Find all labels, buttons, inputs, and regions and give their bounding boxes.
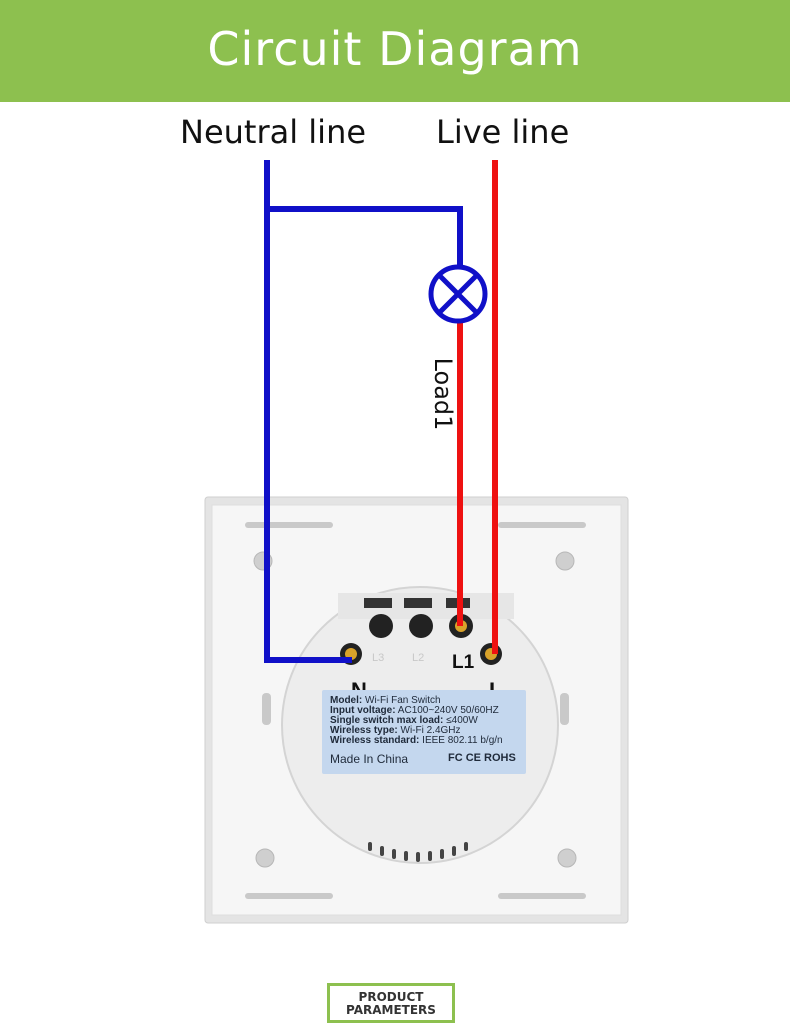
mount-hole-top-right: [555, 551, 575, 571]
terminal-slot: [364, 598, 392, 608]
spec-sticker: Model: Wi-Fi Fan Switch Input voltage: A…: [322, 690, 526, 774]
spec-value: Wi-Fi Fan Switch: [365, 695, 441, 706]
neutral-wire-to-load: [267, 206, 463, 268]
spec-value: IEEE 802.11 b/g/n: [422, 735, 503, 746]
spec-row-load: Single switch max load: ≤400W: [330, 715, 478, 726]
plate-slot-top-right: [498, 522, 586, 528]
mount-hole-bottom-right: [557, 848, 577, 868]
mount-hole-bottom-left: [255, 848, 275, 868]
live-line-label: Live line: [436, 113, 570, 151]
vent-holes: [368, 842, 468, 862]
plate-slot-left: [262, 693, 271, 725]
spec-key: Wireless type:: [330, 725, 398, 736]
terminal-label-l3: L3: [372, 652, 385, 664]
badge-line-2: PARAMETERS: [346, 1003, 436, 1017]
plate-slot-bottom-right: [498, 893, 586, 899]
header-bar: Circuit Diagram: [0, 0, 790, 102]
made-in-label: Made In China: [330, 752, 409, 766]
spec-value: ≤400W: [446, 715, 478, 726]
certification-marks: FC CE ROHS: [448, 752, 516, 764]
terminal-slot: [404, 598, 432, 608]
plate-slot-bottom-left: [245, 893, 333, 899]
spec-key: Single switch max load:: [330, 715, 444, 726]
neutral-line-label: Neutral line: [180, 113, 367, 151]
terminal-screw-l3: [369, 614, 393, 638]
load-label: Load1: [429, 357, 457, 431]
product-parameters-badge: PRODUCT PARAMETERS: [327, 983, 455, 1023]
terminal-label-l2: L2: [412, 652, 425, 664]
badge-line-1: PRODUCT: [358, 990, 424, 1004]
spec-row-wireless-standard: Wireless standard: IEEE 802.11 b/g/n: [330, 735, 503, 746]
plate-slot-top-left: [245, 522, 333, 528]
spec-row-wireless-type: Wireless type: Wi-Fi 2.4GHz: [330, 725, 461, 736]
spec-row-model: Model: Wi-Fi Fan Switch: [330, 695, 441, 706]
spec-key: Input voltage:: [330, 705, 396, 716]
spec-value: AC100~240V 50/60HZ: [397, 705, 499, 716]
plate-slot-right: [560, 693, 569, 725]
neutral-wire: [264, 160, 352, 663]
spec-footer: Made In China FC CE ROHS: [330, 752, 520, 766]
terminal-screw-l2: [409, 614, 433, 638]
lamp-icon: [428, 264, 488, 324]
spec-key: Wireless standard:: [330, 735, 420, 746]
page-title: Circuit Diagram: [207, 22, 583, 76]
spec-row-voltage: Input voltage: AC100~240V 50/60HZ: [330, 705, 499, 716]
terminal-label-l1: L1: [452, 652, 475, 673]
spec-value: Wi-Fi 2.4GHz: [400, 725, 461, 736]
spec-key: Model:: [330, 695, 363, 706]
